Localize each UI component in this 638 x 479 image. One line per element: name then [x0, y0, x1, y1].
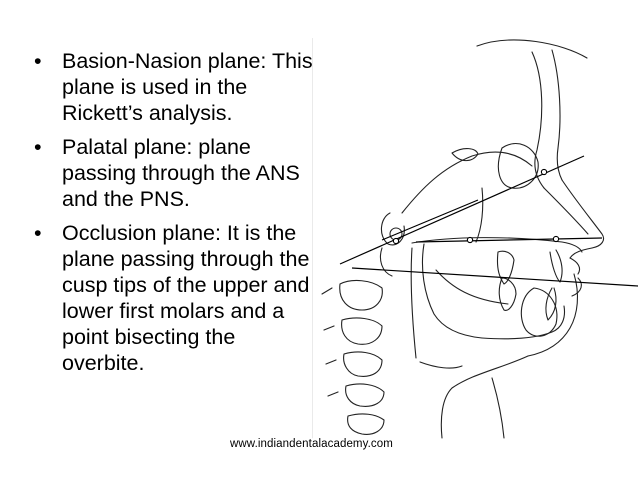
palate-outline — [411, 237, 583, 253]
upper-incisor — [549, 249, 563, 283]
watermark-url: www.indiandentalacademy.com — [230, 438, 393, 450]
mandible-body — [481, 305, 566, 340]
upper-molar — [496, 250, 515, 285]
pns-landmark — [392, 237, 400, 245]
vertebra-c5 — [345, 383, 385, 407]
orbital-reference-line — [381, 199, 479, 241]
subnasal — [569, 247, 593, 259]
pharynx-posterior — [410, 247, 417, 359]
nasion-landmark — [540, 168, 548, 176]
lower-lip — [571, 277, 582, 297]
bullet-text: Palatal plane: plane passing through the… — [62, 135, 300, 211]
ans-landmark — [552, 235, 560, 243]
vertebra-spinous — [321, 287, 339, 397]
orbit-outline — [497, 143, 539, 189]
forehead-soft-tissue — [551, 49, 563, 181]
basion-nasion-plane — [339, 155, 585, 265]
nasal-bone — [543, 187, 589, 235]
vertebra-c4 — [343, 351, 383, 377]
upper-lip — [569, 257, 581, 275]
palatal-plane — [415, 237, 603, 243]
cephalometric-tracing-figure — [312, 38, 638, 439]
bullet-dot: • — [34, 49, 42, 73]
palatal-mid-landmark — [466, 236, 474, 244]
bullet-item-palatal: • Palatal plane: plane passing through t… — [34, 134, 314, 212]
bullet-item-occlusion: • Occlusion plane: It is the plane passi… — [34, 220, 314, 376]
vertebra-c6 — [347, 413, 385, 435]
hyoid-region — [419, 361, 463, 369]
bullet-list: • Basion-Nasion plane: This plane is use… — [34, 48, 314, 384]
neck-front-soft-tissue — [491, 377, 505, 439]
nose-soft-tissue — [561, 179, 605, 249]
cranium-outline — [476, 39, 588, 59]
chin-soft-tissue — [527, 273, 579, 357]
pterygomaxillary-fissure — [475, 187, 484, 243]
bullet-text: Basion-Nasion plane: This plane is used … — [62, 49, 313, 125]
bullet-dot: • — [34, 135, 42, 159]
vertebra-c3 — [341, 317, 383, 345]
mandible-inner — [435, 269, 509, 305]
bullet-text: Occlusion plane: It is the plane passing… — [62, 221, 310, 375]
mastoid-process — [379, 247, 393, 277]
throat-soft-tissue — [440, 355, 529, 439]
bullet-dot: • — [34, 221, 42, 245]
vertebra-c2 — [339, 279, 383, 311]
occlusion-plane — [351, 267, 638, 287]
lower-molar — [498, 277, 517, 311]
lower-incisor — [545, 287, 557, 321]
mandible-ramus — [421, 243, 483, 339]
cranial-base — [401, 151, 533, 214]
symphysis — [520, 287, 558, 337]
bullet-item-basion-nasion: • Basion-Nasion plane: This plane is use… — [34, 48, 314, 126]
